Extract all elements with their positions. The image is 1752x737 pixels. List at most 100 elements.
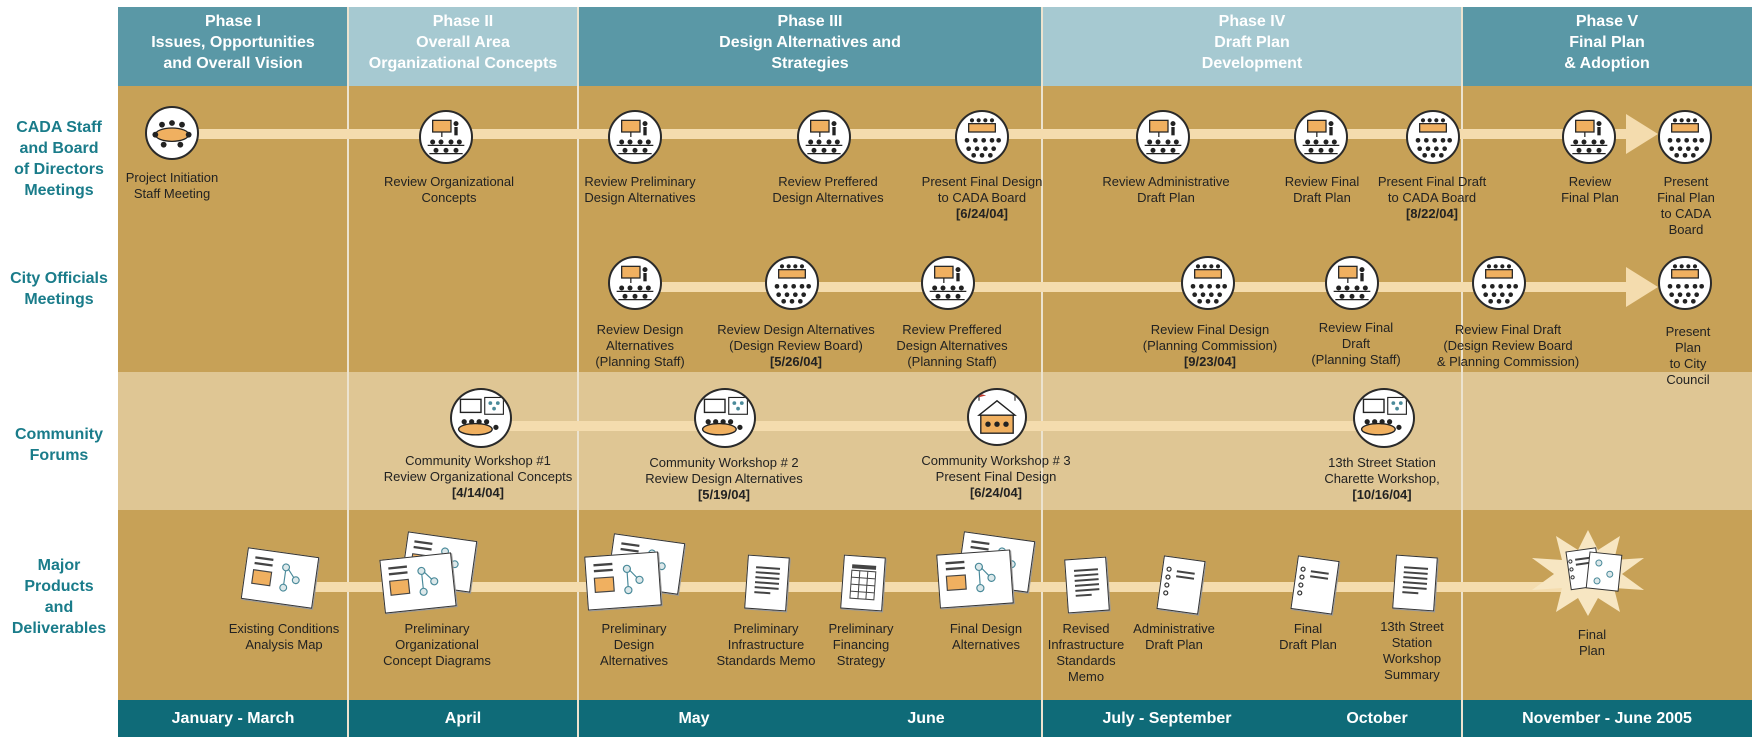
cada-caption-1: Project Initiation Staff Meeting — [125, 170, 219, 201]
month-april: April — [444, 709, 482, 727]
deliverable-caption-7: Revised Infrastructure Standards Memo — [1047, 621, 1125, 684]
cada-caption-3: Review Preliminary Design Alternatives — [584, 174, 696, 205]
deliverable-caption-2: Preliminary Organizational Concept Diagr… — [383, 621, 491, 668]
month-footer — [118, 700, 1752, 737]
cada-caption-2: Review Organizational Concepts — [383, 174, 515, 205]
phase-1-header: Phase I Issues, Opportunities and Overall… — [118, 7, 348, 86]
row-label-deliverables: Major Products and Deliverables — [11, 557, 107, 637]
presentation-meeting-icon — [608, 256, 662, 310]
deliverable-caption-8: Administrative Draft Plan — [1133, 621, 1215, 652]
board-meeting-icon — [1472, 256, 1526, 310]
spreadsheet-icon — [840, 554, 886, 612]
presentation-meeting-icon — [419, 110, 473, 164]
phase-4-header: Phase IV Draft Plan Development — [1042, 7, 1462, 86]
phase-5-title: Phase V — [1575, 13, 1639, 30]
presentation-meeting-icon — [1562, 110, 1616, 164]
phase-4-subtitle: Draft Plan Development — [1201, 34, 1303, 72]
open-house-icon — [967, 388, 1027, 446]
presentation-meeting-icon — [1136, 110, 1190, 164]
city-caption-7: Present Plan to City Council — [1665, 324, 1711, 387]
presentation-meeting-icon — [608, 110, 662, 164]
deliverable-caption-1: Existing Conditions Analysis Map — [228, 621, 340, 652]
phase-2-title: Phase II — [432, 13, 494, 30]
month-june: June — [907, 709, 945, 727]
deliverable-caption-11: Final Plan — [1577, 627, 1607, 658]
deliverable-caption-5: Preliminary Financing Strategy — [828, 621, 894, 668]
city-caption-5: Review Final Draft (Planning Staff) — [1311, 320, 1401, 367]
bound-report-icon — [1290, 555, 1340, 615]
community-caption-1: Community Workshop #1 Review Organizatio… — [383, 453, 573, 500]
community-caption-2: Community Workshop # 2 Review Design Alt… — [645, 455, 803, 502]
phase-1-title: Phase I — [204, 13, 262, 30]
workshop-icon — [694, 388, 756, 448]
cada-caption-8: Present Final Draft to CADA Board[8/22/0… — [1377, 174, 1487, 221]
deliverable-caption-4: Preliminary Infrastructure Standards Mem… — [716, 621, 816, 668]
month-october: October — [1346, 709, 1408, 727]
presentation-meeting-icon — [921, 256, 975, 310]
phase-5-header: Phase V Final Plan & Adoption — [1462, 7, 1752, 86]
board-meeting-icon — [1406, 110, 1460, 164]
deliverable-caption-3: Preliminary Design Alternatives — [600, 621, 668, 668]
phase-divider — [347, 7, 349, 737]
city-caption-6: Review Final Draft (Design Review Board … — [1436, 322, 1580, 369]
cada-caption-4: Review Preffered Design Alternatives — [772, 174, 884, 205]
cada-caption-6: Review Administrative Draft Plan — [1102, 174, 1230, 205]
board-meeting-icon — [1181, 256, 1235, 310]
final-plan-burst-icon — [1532, 530, 1644, 616]
phase-divider — [577, 7, 579, 737]
phase-1-subtitle: Issues, Opportunities and Overall Vision — [151, 34, 315, 72]
phase-4-title: Phase IV — [1218, 13, 1286, 30]
presentation-meeting-icon — [1294, 110, 1348, 164]
cada-timeline-arrowhead — [1626, 114, 1658, 154]
community-caption-4: 13th Street Station Charette Workshop,[1… — [1324, 455, 1440, 502]
diagram-documents-icon — [379, 552, 457, 614]
row-label-city: City Officials Meetings — [10, 270, 108, 308]
cada-caption-9: Review Final Plan — [1561, 174, 1619, 205]
map-documents-icon — [936, 549, 1014, 609]
cada-caption-7: Review Final Draft Plan — [1284, 174, 1360, 205]
board-meeting-icon — [765, 256, 819, 310]
phase-divider — [1461, 7, 1463, 737]
memo-icon — [1392, 554, 1438, 612]
board-meeting-icon — [1658, 110, 1712, 164]
city-caption-1: Review Design Alternatives (Planning Sta… — [595, 322, 685, 369]
city-caption-3: Review Preffered Design Alternatives (Pl… — [896, 322, 1008, 369]
map-documents-icon — [584, 551, 662, 611]
cada-caption-10: Present Final Plan to CADA Board — [1657, 174, 1715, 237]
presentation-meeting-icon — [1325, 256, 1379, 310]
staff-meeting-icon — [145, 106, 199, 160]
workshop-icon — [1353, 388, 1415, 448]
memo-icon — [1064, 556, 1110, 614]
month-may: May — [678, 709, 710, 727]
community-timeline — [480, 421, 1380, 431]
deliverable-caption-9: Final Draft Plan — [1279, 621, 1337, 652]
community-band — [118, 372, 1752, 510]
month-nov-jun: November - June 2005 — [1522, 709, 1692, 727]
month-jul-sep: July - September — [1102, 709, 1232, 727]
deliverable-caption-10: 13th Street Station Workshop Summary — [1380, 619, 1444, 682]
city-caption-4: Review Final Design (Planning Commission… — [1142, 322, 1278, 369]
phase-3-header: Phase III Design Alternatives and Strateg… — [578, 7, 1042, 86]
month-jan-mar: January - March — [171, 709, 295, 727]
phase-divider — [1041, 7, 1043, 737]
phase-5-subtitle: Final Plan & Adoption — [1564, 34, 1650, 72]
community-caption-3: Community Workshop # 3 Present Final Des… — [921, 453, 1071, 500]
row-label-community: Community Forums — [15, 426, 103, 464]
presentation-meeting-icon — [797, 110, 851, 164]
workshop-icon — [450, 388, 512, 448]
cada-band — [118, 86, 1752, 231]
phase-3-title: Phase III — [777, 13, 843, 30]
phase-3-subtitle: Design Alternatives and Strategies — [719, 34, 901, 72]
city-timeline — [640, 282, 1630, 292]
row-label-cada: CADA Staff and Board of Directors Meetin… — [14, 119, 104, 199]
board-meeting-icon — [955, 110, 1009, 164]
deliverables-timeline — [280, 582, 1580, 592]
city-caption-2: Review Design Alternatives (Design Revie… — [717, 322, 875, 369]
bound-report-icon — [1156, 555, 1206, 615]
cada-timeline — [170, 129, 1630, 139]
city-timeline-arrowhead — [1626, 267, 1658, 307]
deliverable-caption-6: Final Design Alternatives — [949, 621, 1023, 652]
phase-2-subtitle: Overall Area Organizational Concepts — [368, 34, 558, 72]
deliverables-band — [118, 510, 1752, 700]
board-meeting-icon — [1658, 256, 1712, 310]
